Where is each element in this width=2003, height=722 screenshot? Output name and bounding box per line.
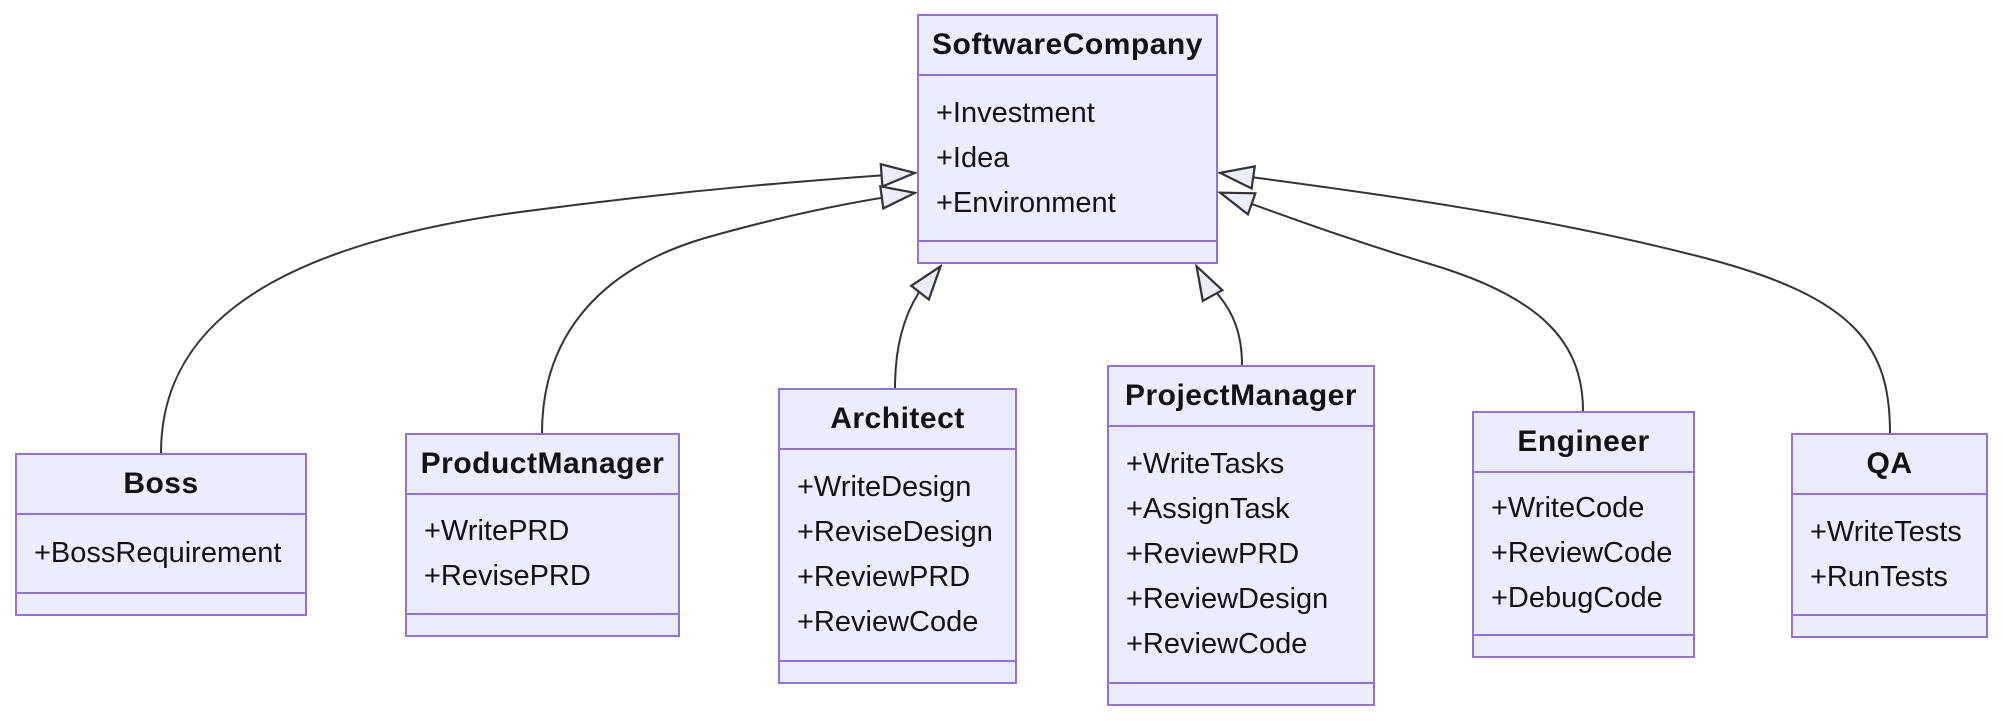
class-attribute: +Idea (936, 141, 1010, 174)
class-projectmanager: ProjectManager +WriteTasks +AssignTask +… (1107, 365, 1375, 706)
class-attributes: +Investment +Idea +Environment (919, 76, 1216, 240)
class-attribute: +ReviewCode (797, 606, 979, 638)
class-attribute: +ReviewPRD (1126, 538, 1300, 570)
class-attribute: +ReviewCode (1491, 537, 1673, 569)
class-title: QA (1793, 435, 1986, 495)
class-attribute: +RunTests (1810, 560, 1948, 593)
class-attributes: +WriteTests +RunTests (1793, 495, 1986, 614)
class-architect: Architect +WriteDesign +ReviseDesign +Re… (778, 388, 1017, 684)
class-attribute: +Investment (936, 96, 1095, 129)
class-title: SoftwareCompany (919, 16, 1216, 76)
class-attributes: +WriteDesign +ReviseDesign +ReviewPRD +R… (780, 450, 1015, 660)
class-qa: QA +WriteTests +RunTests (1791, 433, 1988, 638)
class-methods-empty (1109, 682, 1373, 704)
class-attributes: +WriteTasks +AssignTask +ReviewPRD +Revi… (1109, 427, 1373, 682)
class-title: Boss (17, 455, 305, 515)
class-methods-empty (1793, 614, 1986, 636)
class-attribute: +AssignTask (1126, 493, 1290, 525)
class-methods-empty (1474, 634, 1693, 656)
class-methods-empty (780, 660, 1015, 682)
class-attribute: +WritePRD (424, 515, 570, 547)
class-attribute: +DebugCode (1491, 582, 1663, 614)
class-attribute: +WriteTasks (1126, 448, 1285, 480)
class-attribute: +WriteCode (1491, 492, 1645, 524)
class-attribute: +Environment (936, 186, 1116, 219)
class-attribute: +WriteDesign (797, 471, 972, 503)
inheritance-edge-projectmanager (1197, 267, 1243, 366)
class-attributes: +WritePRD +RevisePRD (407, 495, 678, 613)
class-engineer: Engineer +WriteCode +ReviewCode +DebugCo… (1472, 411, 1695, 658)
class-methods-empty (407, 613, 678, 635)
class-title: Engineer (1474, 413, 1693, 473)
class-title: ProductManager (407, 435, 678, 495)
class-attribute: +ReviewPRD (797, 561, 971, 593)
class-boss: Boss +BossRequirement (15, 453, 307, 616)
class-attributes: +BossRequirement (17, 515, 305, 592)
class-attribute: +BossRequirement (34, 537, 282, 569)
class-attribute: +WriteTests (1810, 515, 1962, 548)
class-softwarecompany: SoftwareCompany +Investment +Idea +Envir… (917, 14, 1218, 264)
class-attributes: +WriteCode +ReviewCode +DebugCode (1474, 473, 1693, 634)
class-attribute: +ReviewDesign (1126, 583, 1329, 615)
class-productmanager: ProductManager +WritePRD +RevisePRD (405, 433, 680, 637)
class-attribute: +RevisePRD (424, 560, 591, 592)
class-title: ProjectManager (1109, 367, 1373, 427)
class-title: Architect (780, 390, 1015, 450)
class-attribute: +ReviewCode (1126, 628, 1308, 660)
inheritance-edge-architect (894, 267, 940, 389)
class-attribute: +ReviseDesign (797, 516, 993, 548)
class-methods-empty (919, 240, 1216, 262)
class-methods-empty (17, 592, 305, 614)
